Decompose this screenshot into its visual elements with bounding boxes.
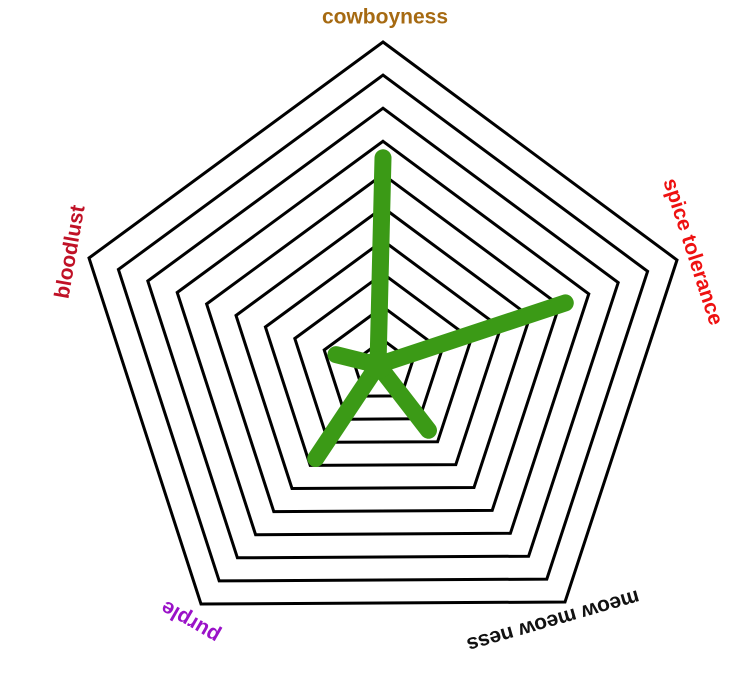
axis-label-bloodlust: bloodlust: [51, 203, 90, 300]
grid-ring-7: [175, 139, 591, 537]
radar-grid: [87, 40, 679, 606]
grid-ring-6: [204, 172, 562, 514]
axis-label-cowboyness: cowboyness: [322, 6, 448, 29]
series-0-stroke-purple: [307, 356, 387, 467]
series-0-hub: [364, 351, 392, 379]
series-0-stroke-spice-tolerance: [369, 294, 574, 374]
radar-series: [307, 149, 574, 467]
grid-ring-8: [146, 106, 620, 560]
grid-ring-9: [116, 73, 650, 583]
series-0-stroke-cowboyness: [369, 149, 392, 374]
grid-ring-5: [234, 205, 532, 491]
grid-ring-4: [263, 238, 503, 467]
axis-label-meow-meow-ness: meow meow ness: [464, 585, 642, 656]
grid-ring-10: [87, 40, 679, 606]
axis-label-spice-tolerance: spice tolerance: [658, 175, 727, 328]
grid-ring-3: [293, 271, 473, 444]
